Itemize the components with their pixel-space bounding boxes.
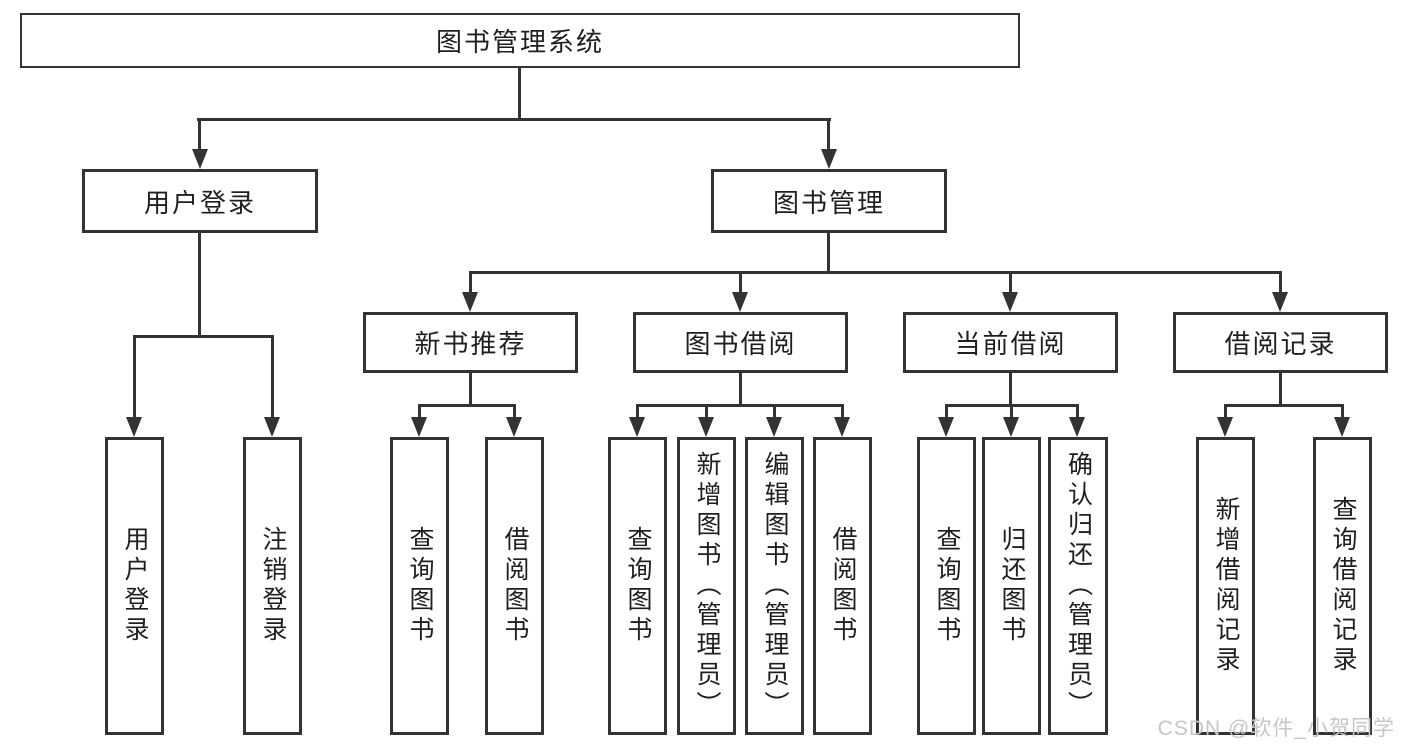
node-leaf-edit-book-admin: 编辑图书（管理员） <box>745 437 804 735</box>
csdn-watermark: CSDN @软件_小贺同学 <box>1157 717 1395 740</box>
connector-line <box>271 335 274 420</box>
connector-line <box>945 404 948 421</box>
arrow-down-icon <box>1002 292 1018 312</box>
connector-line <box>1224 404 1344 407</box>
arrow-down-icon <box>698 417 714 437</box>
node-label: 查询图书 <box>406 526 434 646</box>
connector-line <box>513 404 516 421</box>
arrow-down-icon <box>264 417 280 437</box>
arrow-down-icon <box>732 292 748 312</box>
node-label: 查询图书 <box>933 526 961 646</box>
node-label: 用户登录 <box>121 526 149 646</box>
connector-line <box>1076 404 1079 421</box>
node-leaf-logout: 注销登录 <box>243 437 302 735</box>
node-label: 当前借阅 <box>954 329 1067 359</box>
node-label: 确认归还（管理员） <box>1064 451 1093 721</box>
arrow-down-icon <box>411 417 427 437</box>
arrow-down-icon <box>192 149 208 169</box>
arrow-down-icon <box>1334 417 1350 437</box>
node-leaf-query-book-3: 查询图书 <box>917 437 976 735</box>
node-leaf-confirm-return-admin: 确认归还（管理员） <box>1048 437 1108 735</box>
connector-line <box>1009 271 1012 295</box>
connector-line <box>636 404 639 421</box>
connector-line <box>739 373 742 407</box>
node-book-management: 图书管理 <box>711 169 947 233</box>
node-user-login: 用户登录 <box>82 169 318 233</box>
connector-line <box>827 118 830 152</box>
node-label: 新增借阅记录 <box>1212 496 1240 676</box>
node-root: 图书管理系统 <box>20 13 1020 68</box>
node-label: 借阅记录 <box>1224 329 1337 359</box>
node-label: 图书借阅 <box>684 329 797 359</box>
node-label: 新书推荐 <box>414 329 527 359</box>
connector-line <box>1341 404 1344 421</box>
connector-line <box>418 404 421 421</box>
node-leaf-return-book: 归还图书 <box>982 437 1041 735</box>
node-book-borrow: 图书借阅 <box>633 312 848 373</box>
connector-line <box>1010 404 1013 421</box>
connector-line <box>518 68 521 120</box>
connector-line <box>1279 373 1282 407</box>
connector-line <box>1279 271 1282 295</box>
node-label: 注销登录 <box>259 526 287 646</box>
connector-line <box>636 404 844 407</box>
connector-line <box>1224 404 1227 421</box>
connector-line <box>773 404 776 421</box>
node-label: 查询图书 <box>624 526 652 646</box>
arrow-down-icon <box>126 417 142 437</box>
connector-line <box>198 118 201 152</box>
node-label: 图书管理系统 <box>435 27 604 57</box>
node-current-borrow: 当前借阅 <box>903 312 1118 373</box>
connector-line <box>133 335 274 338</box>
connector-line <box>133 335 136 420</box>
node-label: 编辑图书（管理员） <box>761 451 789 721</box>
connector-line <box>418 404 516 407</box>
node-leaf-query-book-2: 查询图书 <box>608 437 667 735</box>
arrow-down-icon <box>834 417 850 437</box>
node-leaf-borrow-book-2: 借阅图书 <box>813 437 872 735</box>
arrow-down-icon <box>1003 417 1019 437</box>
node-leaf-borrow-book-1: 借阅图书 <box>485 437 544 735</box>
connector-line <box>469 271 1282 274</box>
connector-line <box>841 404 844 421</box>
node-borrow-records: 借阅记录 <box>1173 312 1388 373</box>
node-leaf-add-book-admin: 新增图书（管理员） <box>677 437 736 735</box>
arrow-down-icon <box>821 149 837 169</box>
arrow-down-icon <box>1217 417 1233 437</box>
connector-line <box>827 233 830 273</box>
arrow-down-icon <box>506 417 522 437</box>
node-leaf-query-borrow-record: 查询借阅记录 <box>1313 437 1372 735</box>
arrow-down-icon <box>938 417 954 437</box>
arrow-down-icon <box>629 417 645 437</box>
connector-line <box>705 404 708 421</box>
node-label: 借阅图书 <box>829 526 857 646</box>
node-leaf-query-book-1: 查询图书 <box>390 437 449 735</box>
node-label: 借阅图书 <box>501 526 529 646</box>
connector-line <box>198 233 201 337</box>
connector-line <box>1009 373 1012 407</box>
node-label: 归还图书 <box>998 526 1026 646</box>
node-new-book-recommend: 新书推荐 <box>363 312 578 373</box>
node-leaf-add-borrow-record: 新增借阅记录 <box>1196 437 1255 735</box>
node-label: 用户登录 <box>143 187 256 218</box>
connector-line <box>469 373 472 407</box>
arrow-down-icon <box>462 292 478 312</box>
connector-line <box>469 271 472 295</box>
arrow-down-icon <box>766 417 782 437</box>
node-leaf-user-login: 用户登录 <box>105 437 164 735</box>
node-label: 查询借阅记录 <box>1329 496 1357 676</box>
arrow-down-icon <box>1069 417 1085 437</box>
connector-line <box>739 271 742 295</box>
node-label: 新增图书（管理员） <box>693 451 721 721</box>
node-label: 图书管理 <box>772 187 885 218</box>
arrow-down-icon <box>1272 292 1288 312</box>
connector-line <box>197 118 831 121</box>
